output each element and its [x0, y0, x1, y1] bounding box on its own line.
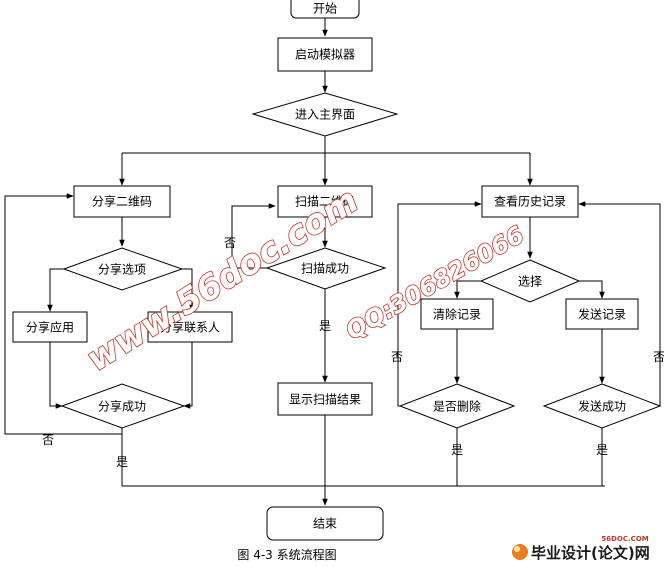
arrow-choose-clear [454, 280, 481, 299]
node-delete-ok-label: 是否删除 [433, 399, 481, 414]
node-end: 结束 [266, 506, 384, 541]
node-share-contacts: 分享联系人 [147, 311, 233, 343]
node-share-contacts-label: 分享联系人 [160, 320, 220, 335]
node-main-ui: 进入主界面 [251, 92, 399, 137]
node-clear-records-label: 清除记录 [433, 307, 481, 322]
node-send-records: 发送记录 [565, 298, 639, 330]
node-scan-qr: 扫描二维码 [277, 185, 373, 218]
node-show-result-label: 显示扫描结果 [289, 393, 361, 407]
arrow-choose-send [579, 280, 605, 299]
arrow-share-no-loop [4, 193, 123, 435]
node-start: 开始 [290, 0, 360, 19]
node-choose-label: 选择 [518, 275, 542, 289]
node-send-records-label: 发送记录 [578, 307, 626, 322]
brand-logo-icon [512, 544, 528, 560]
label-delete-yes: 是 [451, 443, 463, 457]
label-scan-yes: 是 [319, 319, 331, 333]
node-show-result: 显示扫描结果 [277, 382, 373, 416]
arrow-send-no-loop [578, 201, 661, 406]
node-end-label: 结束 [313, 517, 337, 531]
node-scan-qr-label: 扫描二维码 [295, 195, 355, 209]
label-scan-no: 否 [224, 236, 236, 250]
footer-small-text: 56DOC.COM [601, 535, 648, 543]
node-share-qr-label: 分享二维码 [92, 194, 152, 209]
node-share-app: 分享应用 [12, 311, 88, 343]
label-delete-no: 否 [391, 350, 403, 364]
node-share-options-label: 分享选项 [98, 262, 146, 277]
node-share-success-label: 分享成功 [98, 399, 146, 414]
node-delete-ok: 是否删除 [398, 383, 516, 429]
node-share-app-label: 分享应用 [26, 320, 74, 335]
node-share-qr: 分享二维码 [73, 185, 171, 218]
arrow-app-success [49, 342, 63, 409]
node-main-ui-label: 进入主界面 [295, 108, 355, 122]
node-share-success: 分享成功 [60, 383, 186, 429]
edge-labels: 否 是 否 是 否 是 否 是 [42, 236, 664, 469]
label-send-no: 否 [653, 350, 664, 364]
label-share-no: 否 [42, 433, 54, 447]
footer-brand: 56DOC.COM 毕业设计(论文)网 [512, 535, 650, 562]
node-scan-success: 扫描成功 [265, 247, 387, 290]
brand-logo-highlight-icon [514, 546, 520, 552]
node-history: 查看历史记录 [481, 185, 579, 218]
node-clear-records: 清除记录 [420, 298, 494, 330]
arrow-options-contacts [182, 268, 195, 312]
node-launch-label: 启动模拟器 [295, 48, 355, 62]
label-share-yes: 是 [116, 455, 128, 469]
node-choose: 选择 [479, 259, 581, 303]
node-share-options: 分享选项 [62, 247, 184, 291]
arrow-contacts-success [183, 342, 193, 409]
arrow-scan-no-loop [231, 203, 276, 269]
node-send-success-label: 发送成功 [578, 399, 626, 414]
arrow-options-app [47, 268, 64, 312]
label-send-yes: 是 [596, 443, 608, 457]
node-scan-success-label: 扫描成功 [301, 262, 349, 276]
figure-caption: 图 4-3 系统流程图 [237, 547, 336, 562]
node-history-label: 查看历史记录 [494, 195, 566, 209]
node-send-success: 发送成功 [542, 383, 662, 429]
node-launch: 启动模拟器 [277, 37, 373, 72]
footer-brand-text: 毕业设计(论文)网 [531, 544, 650, 562]
node-start-label: 开始 [313, 2, 337, 16]
